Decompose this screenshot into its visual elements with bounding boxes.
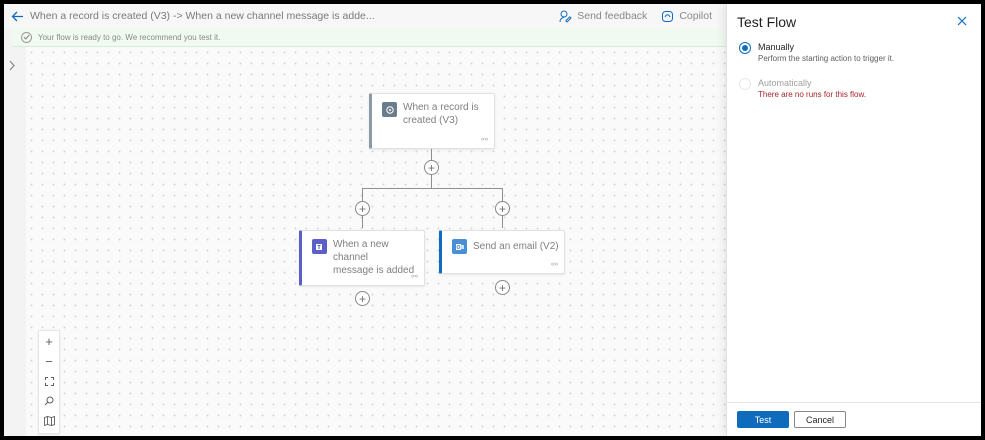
add-step-button[interactable]: + bbox=[424, 160, 439, 175]
test-button[interactable]: Test bbox=[737, 411, 789, 428]
outlook-icon bbox=[452, 239, 467, 254]
teams-card-label: When a new channel message is added bbox=[333, 238, 424, 277]
option-manually-description: Perform the starting action to trigger i… bbox=[758, 54, 895, 63]
plus-icon: + bbox=[358, 201, 366, 216]
link-icon: ⚯ bbox=[411, 272, 418, 281]
feedback-icon bbox=[559, 10, 572, 23]
flow-canvas[interactable]: When a record is created (V3) ⚯ + + + Wh… bbox=[26, 47, 726, 436]
plus-icon: + bbox=[498, 201, 506, 216]
connector-line bbox=[431, 174, 432, 188]
copilot-icon bbox=[662, 10, 674, 22]
trigger-card[interactable]: When a record is created (V3) ⚯ bbox=[369, 93, 495, 149]
zoom-in-button[interactable]: + bbox=[39, 331, 59, 351]
close-icon bbox=[957, 16, 967, 26]
ready-banner: Your flow is ready to go. We recommend y… bbox=[12, 28, 726, 47]
top-bar: When a record is created (V3) -> When a … bbox=[4, 4, 726, 28]
add-step-button[interactable]: + bbox=[495, 201, 510, 216]
canvas-toolbar: + − bbox=[38, 330, 60, 434]
close-button[interactable] bbox=[955, 14, 969, 28]
trigger-card-label: When a record is created (V3) bbox=[403, 101, 479, 127]
zoom-in-icon: + bbox=[45, 333, 53, 349]
panel-footer: Test Cancel bbox=[727, 402, 981, 436]
connector-line bbox=[502, 188, 503, 201]
plus-icon: + bbox=[427, 160, 435, 175]
option-automatically-label: Automatically bbox=[758, 78, 812, 88]
connector-line bbox=[502, 215, 503, 228]
arrow-left-icon bbox=[11, 11, 23, 21]
panel-title: Test Flow bbox=[737, 14, 797, 30]
add-step-button[interactable]: + bbox=[355, 291, 370, 306]
zoom-out-icon: − bbox=[45, 353, 53, 369]
expand-panel-button[interactable] bbox=[8, 59, 16, 74]
add-step-button[interactable]: + bbox=[355, 201, 370, 216]
trigger-label-line2: created (V3) bbox=[403, 115, 459, 126]
test-flow-panel: Test Flow Manually Perform the starting … bbox=[726, 4, 981, 436]
teams-label-line2: message is added bbox=[333, 265, 415, 276]
link-icon: ⚯ bbox=[481, 135, 488, 144]
trigger-label-line1: When a record is bbox=[403, 102, 479, 113]
minimap-icon bbox=[43, 416, 55, 426]
chevron-right-icon bbox=[9, 60, 15, 71]
teams-label-line1: When a new channel bbox=[333, 239, 389, 263]
send-feedback-label: Send feedback bbox=[577, 10, 648, 22]
outlook-card-label: Send an email (V2) bbox=[473, 241, 559, 252]
search-button[interactable] bbox=[39, 391, 59, 411]
app-frame: When a record is created (V3) -> When a … bbox=[4, 4, 981, 436]
plus-icon: + bbox=[498, 280, 506, 295]
add-step-button[interactable]: + bbox=[495, 280, 510, 295]
radio-automatically bbox=[739, 78, 751, 90]
option-manually-label: Manually bbox=[758, 42, 795, 52]
copilot-button[interactable]: Copilot bbox=[661, 10, 712, 23]
zoom-out-button[interactable]: − bbox=[39, 351, 59, 371]
radio-manually[interactable] bbox=[739, 42, 751, 54]
search-icon bbox=[44, 396, 54, 406]
option-automatically-description: There are no runs for this flow. bbox=[758, 90, 867, 99]
connector-line bbox=[362, 188, 363, 201]
teams-icon bbox=[312, 239, 327, 254]
connector-line bbox=[362, 188, 502, 189]
fit-view-icon bbox=[44, 376, 54, 386]
outlook-card[interactable]: Send an email (V2) ⚯ bbox=[439, 230, 565, 274]
connector-line bbox=[431, 148, 432, 161]
teams-card[interactable]: When a new channel message is added ⚯ bbox=[299, 230, 425, 286]
plus-icon: + bbox=[358, 291, 366, 306]
dataverse-icon bbox=[382, 102, 397, 117]
back-button[interactable] bbox=[4, 4, 30, 28]
connector-line bbox=[362, 215, 363, 228]
banner-message: Your flow is ready to go. We recommend y… bbox=[38, 32, 221, 42]
cancel-button[interactable]: Cancel bbox=[794, 411, 846, 428]
minimap-button[interactable] bbox=[39, 411, 59, 431]
link-icon: ⚯ bbox=[551, 260, 558, 269]
flow-title: When a record is created (V3) -> When a … bbox=[30, 10, 375, 22]
check-circle-icon bbox=[21, 31, 32, 43]
copilot-label: Copilot bbox=[679, 10, 712, 22]
left-rail bbox=[4, 28, 26, 436]
send-feedback-button[interactable]: Send feedback bbox=[559, 10, 647, 23]
fit-view-button[interactable] bbox=[39, 371, 59, 391]
